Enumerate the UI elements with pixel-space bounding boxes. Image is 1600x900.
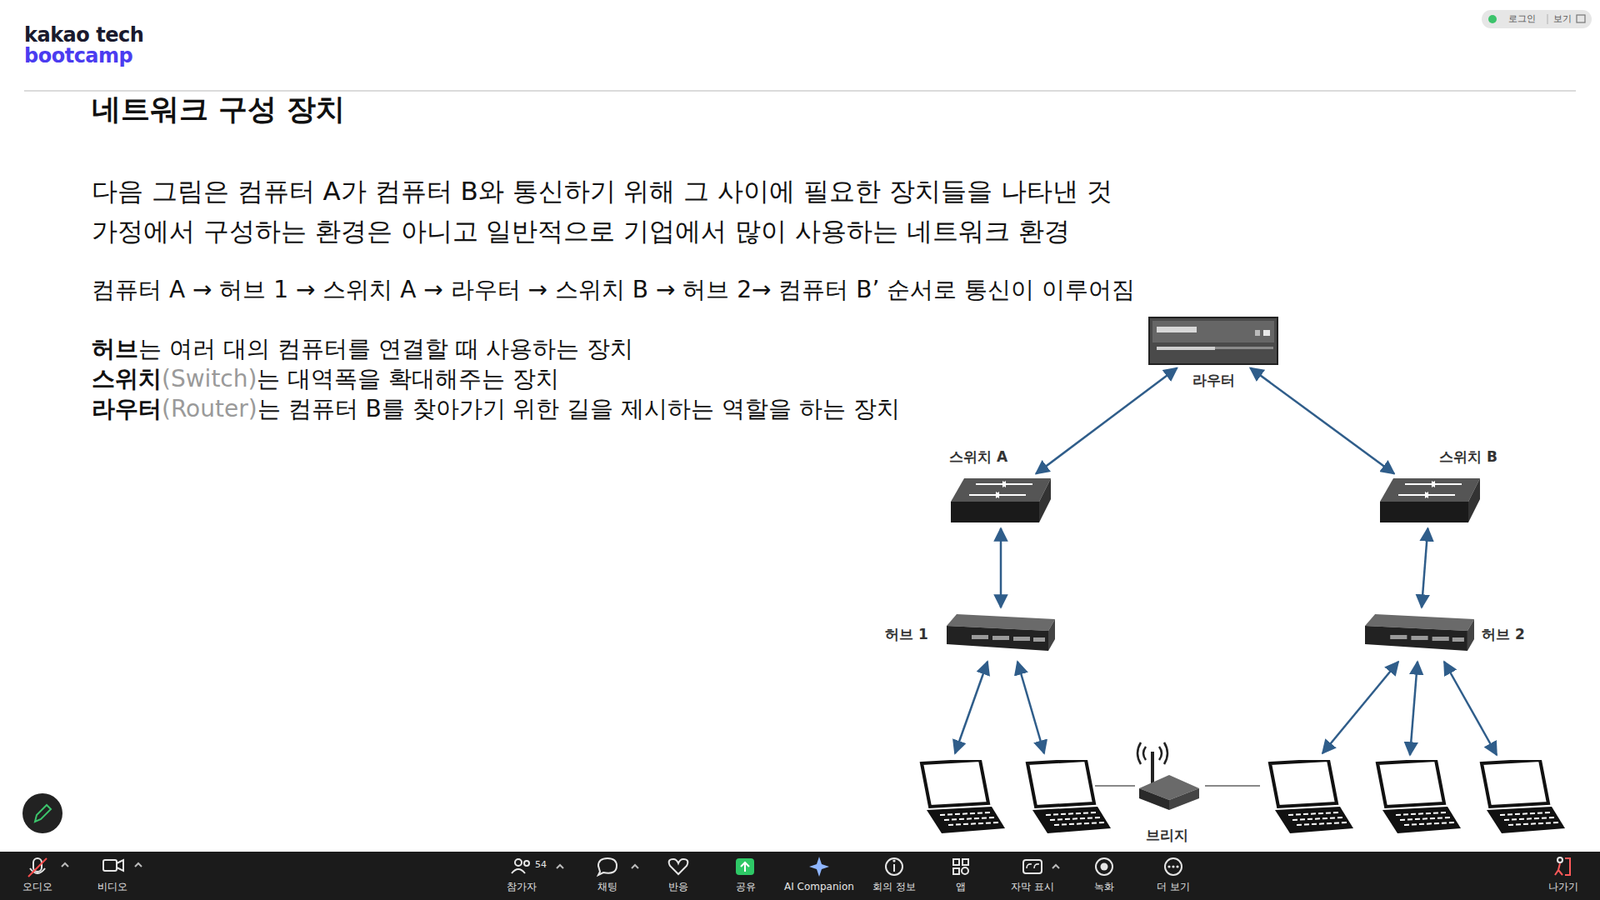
device-label: 스위치 B [1439,448,1498,465]
toolbar-label: 54 [535,859,547,870]
connector [1000,528,1003,608]
text-row: 라우터(Router)는 컴퓨터 B를 찾아가기 위한 길을 제시하는 역할을 … [91,395,900,424]
device-node: 허브 1 [946,612,1055,656]
switch-icon [950,476,1051,524]
device-node: 허브 2 [1365,612,1475,656]
toolbar-label: 공유 [735,880,756,893]
device-label: 브리지 [1145,826,1189,844]
device-label: 허브 2 [1481,625,1525,643]
text-row: 허브는 여러 대의 컴퓨터를 연결할 때 사용하는 장치 [91,335,634,364]
term-bold: 라우터 [91,395,162,424]
device-node: 스위치 A [950,476,1051,524]
body-text: 컴퓨터 A → 허브 1 → 스위치 A → 라우터 → 스위치 B → 허브 … [91,275,1135,305]
status-text: 보기 [1553,13,1572,25]
toolbar-label: 나가기 [1548,880,1579,893]
toolbar-label: 앱 [955,880,966,893]
body-text: 가정에서 구성하는 환경은 아니고 일반적으로 기업에서 많이 사용하는 네트워… [91,215,1070,247]
term-bold: 허브 [91,335,139,364]
toolbar-label: 더 보기 [1156,880,1190,893]
definition-text: 는 컴퓨터 B를 찾아가기 위한 길을 제시하는 역할을 하는 장치 [257,395,900,424]
toolbar-label: 자막 표시 [1010,880,1055,893]
slide-title: 네트워크 구성 장치 [91,91,345,127]
toolbar-label: 반응 [668,880,689,893]
device-node: 라우터 [1148,316,1279,365]
connector [1250,368,1395,475]
toolbar-label: 녹화 [1094,880,1115,893]
bridge-icon [1132,740,1202,811]
hub-icon [1365,612,1475,656]
toolbar-label: 비디오 [97,880,128,893]
switch-icon [1380,476,1480,524]
hub-icon [946,612,1055,656]
connector [1035,368,1177,475]
status-text: 로그인 [1508,13,1536,25]
device-label: 라우터 [1192,371,1235,389]
definition-text: 는 여러 대의 컴퓨터를 연결할 때 사용하는 장치 [138,335,634,364]
toolbar-label: 회의 정보 [872,880,916,893]
definition-text: 는 대역폭을 확대해주는 장치 [256,365,560,394]
term-english: (Router) [161,395,258,424]
toolbar-label: AI Companion [784,880,855,893]
router-icon [1148,316,1279,365]
connector [1421,528,1428,608]
device-label: 허브 1 [885,625,929,643]
logo-text: bootcamp [24,44,133,69]
device-label: 스위치 A [949,448,1008,465]
toolbar-label: 오디오 [22,880,53,893]
logo-text: kakao tech [24,23,144,48]
text-row: 스위치(Switch)는 대역폭을 확대해주는 장치 [91,365,560,394]
toolbar-label: 참가자 [506,880,537,893]
body-text: 다음 그림은 컴퓨터 A가 컴퓨터 B와 통신하기 위해 그 사이에 필요한 장… [91,175,1113,207]
term-english: (Switch) [161,365,257,394]
device-node: 스위치 B [1380,476,1480,524]
device-node: 브리지 [1132,740,1202,811]
toolbar-label: 채팅 [597,880,618,893]
term-bold: 스위치 [91,365,162,394]
